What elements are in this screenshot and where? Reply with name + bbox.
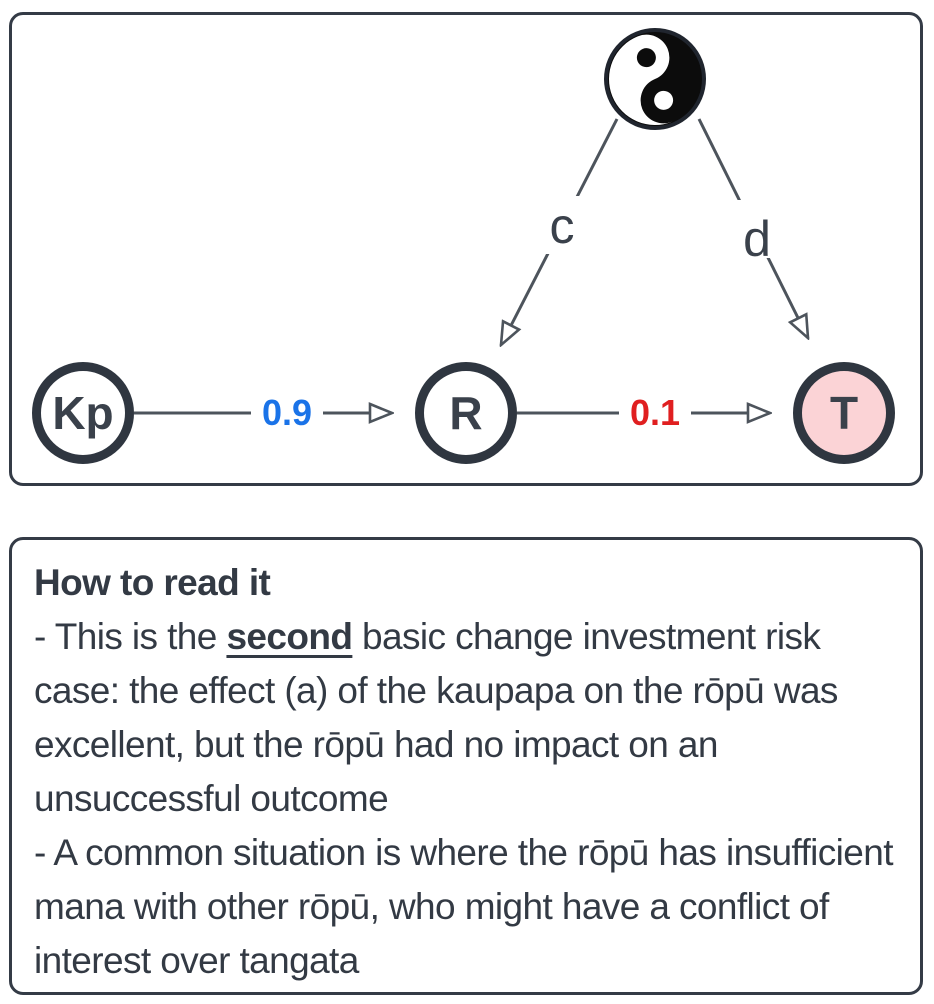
notes-bullet-1-suffix: basic change investment risk case: the e… xyxy=(34,616,838,819)
causal-diagram-panel xyxy=(9,12,923,486)
notes-panel: How to read it - This is the second basi… xyxy=(9,537,923,995)
notes-bullet-1: - This is the second basic change invest… xyxy=(34,610,898,826)
notes-bullet-2: - A common situation is where the rōpū h… xyxy=(34,832,894,981)
notes-bullet-1-prefix: - This is the xyxy=(34,616,227,657)
notes-emphasis-second: second xyxy=(226,616,353,657)
notes-heading: How to read it xyxy=(34,562,271,603)
